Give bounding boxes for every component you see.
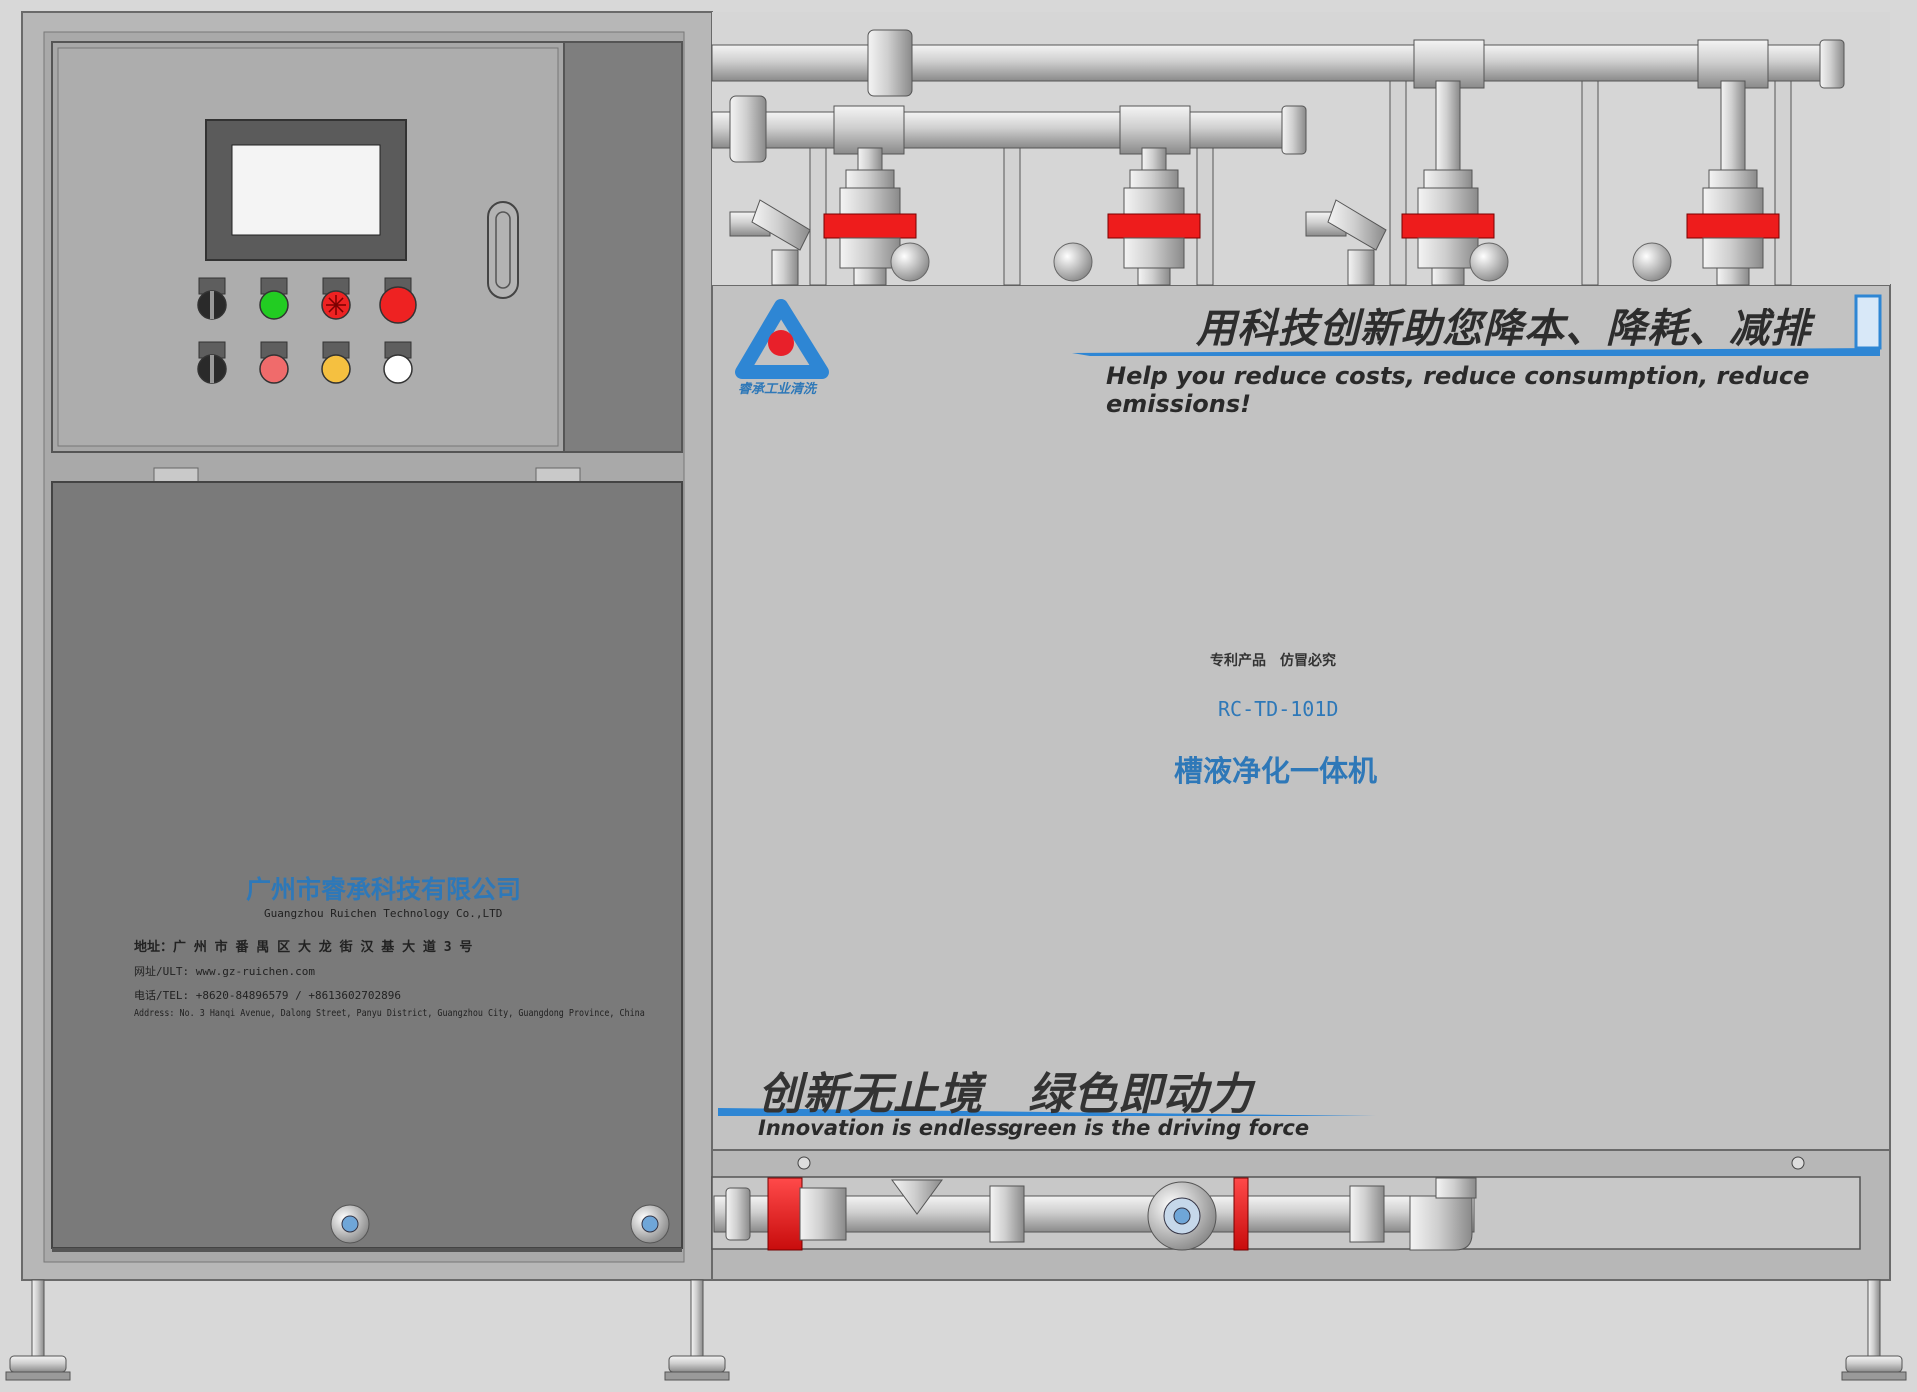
company-address-en: Address: No. 3 Hanqi Avenue, Dalong Stre… bbox=[134, 1008, 645, 1019]
slogan-bottom-en-left: Innovation is endless bbox=[758, 1116, 1010, 1140]
company-phone: 电话/TEL: +8620-84896579 / +8613602702896 bbox=[134, 989, 402, 1002]
valve-assembly bbox=[1401, 80, 1495, 286]
slogan-bottom-en-right: green is the driving force bbox=[1008, 1116, 1310, 1140]
black-switch-button[interactable] bbox=[197, 277, 227, 320]
white-lamp-button[interactable] bbox=[383, 341, 413, 384]
valve-assemblies bbox=[729, 80, 1780, 286]
machine-leg bbox=[664, 1279, 730, 1381]
logo-text: 睿承工业清洗 bbox=[738, 382, 817, 397]
black-switch-button[interactable] bbox=[197, 341, 227, 384]
green-lamp-button[interactable] bbox=[259, 277, 289, 320]
control-buttons bbox=[197, 277, 417, 384]
product-name: 槽液净化一体机 bbox=[1174, 754, 1378, 788]
slogan-top-en: Help you reduce costs, reduce consumptio… bbox=[1106, 362, 1810, 418]
valve-assembly bbox=[1107, 147, 1201, 286]
sensor-probe bbox=[729, 199, 811, 286]
model-number: RC-TD-101D bbox=[1218, 697, 1339, 721]
company-address-cn: 地址：广 州 市 番 禺 区 大 龙 街 汉 基 大 道 3 号 bbox=[134, 940, 473, 955]
machine-legs bbox=[5, 1279, 1907, 1381]
slogan-bottom-cn: 创新无止境 绿色即动力 bbox=[758, 1069, 1253, 1120]
float-ball bbox=[1469, 242, 1509, 282]
pink-lamp-button[interactable] bbox=[259, 341, 289, 384]
yellow-lamp-button[interactable] bbox=[321, 341, 351, 384]
company-logo bbox=[735, 299, 829, 379]
top-piping bbox=[711, 12, 1890, 286]
valve-assembly bbox=[823, 147, 917, 286]
company-name-en: Guangzhou Ruichen Technology Co.,LTD bbox=[264, 907, 503, 920]
lower-door bbox=[51, 481, 683, 1252]
company-website: 网址/ULT: www.gz-ruichen.com bbox=[134, 965, 315, 978]
float-ball bbox=[1053, 242, 1093, 282]
machine-leg bbox=[1841, 1279, 1907, 1381]
machine-leg bbox=[5, 1279, 71, 1381]
sensor-probe bbox=[1305, 199, 1387, 286]
float-ball bbox=[890, 242, 930, 282]
patent-notice: 专利产品 仿冒必究 bbox=[1210, 653, 1336, 669]
red-lamp-button[interactable] bbox=[379, 277, 417, 324]
red-knob-button[interactable] bbox=[321, 277, 351, 320]
bottom-piping bbox=[713, 1177, 1477, 1251]
float-ball bbox=[1632, 242, 1672, 282]
company-name-cn: 广州市睿承科技有限公司 bbox=[246, 875, 522, 904]
valve-assembly bbox=[1686, 80, 1780, 286]
control-panel bbox=[51, 41, 683, 453]
slogan-top-cn: 用科技创新助您降本、降耗、减排 bbox=[1196, 306, 1811, 352]
